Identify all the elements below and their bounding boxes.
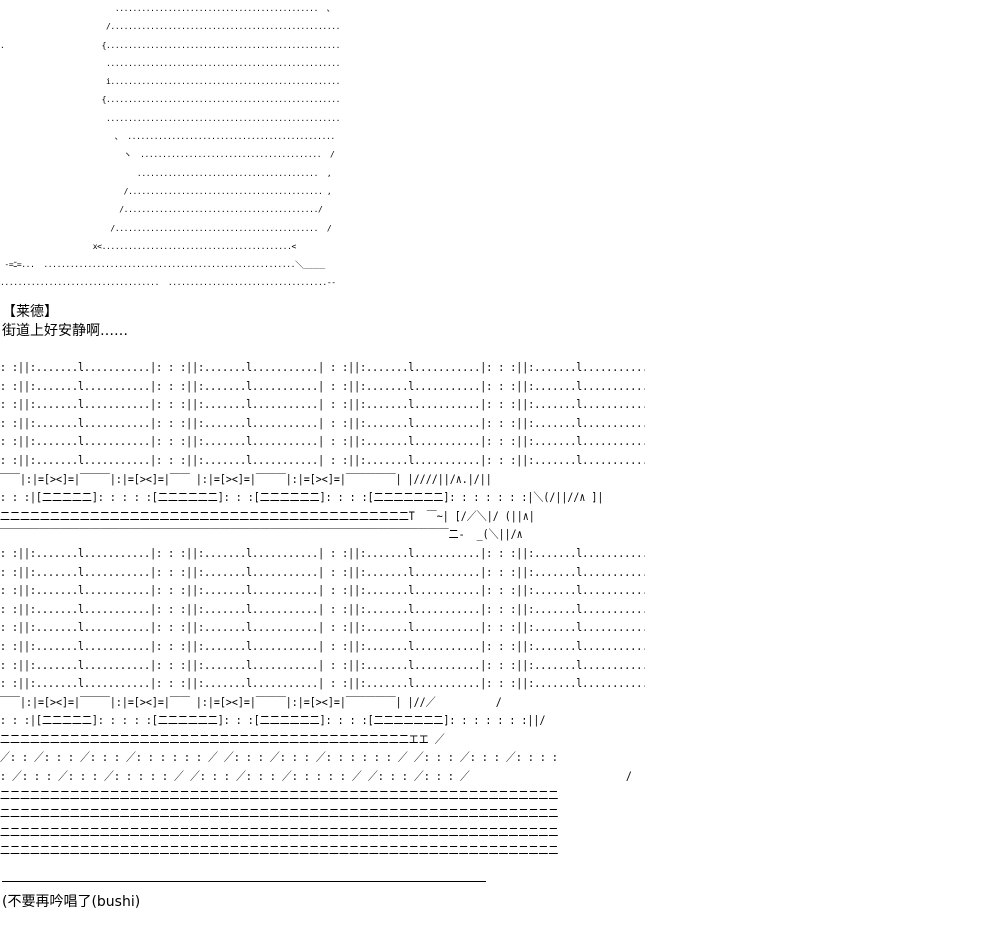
dialogue-text: 街道上好安静啊…… <box>2 323 128 339</box>
street-scene-ascii-art: : :||:.......l...........|: : :||:......… <box>0 360 645 858</box>
footer-note: (不要再吟唱了(bushi) <box>2 894 141 910</box>
speaker-name: 【莱德】 <box>2 304 58 320</box>
divider-line <box>2 881 486 882</box>
character-silhouette-ascii-art: ........................................… <box>0 4 340 302</box>
